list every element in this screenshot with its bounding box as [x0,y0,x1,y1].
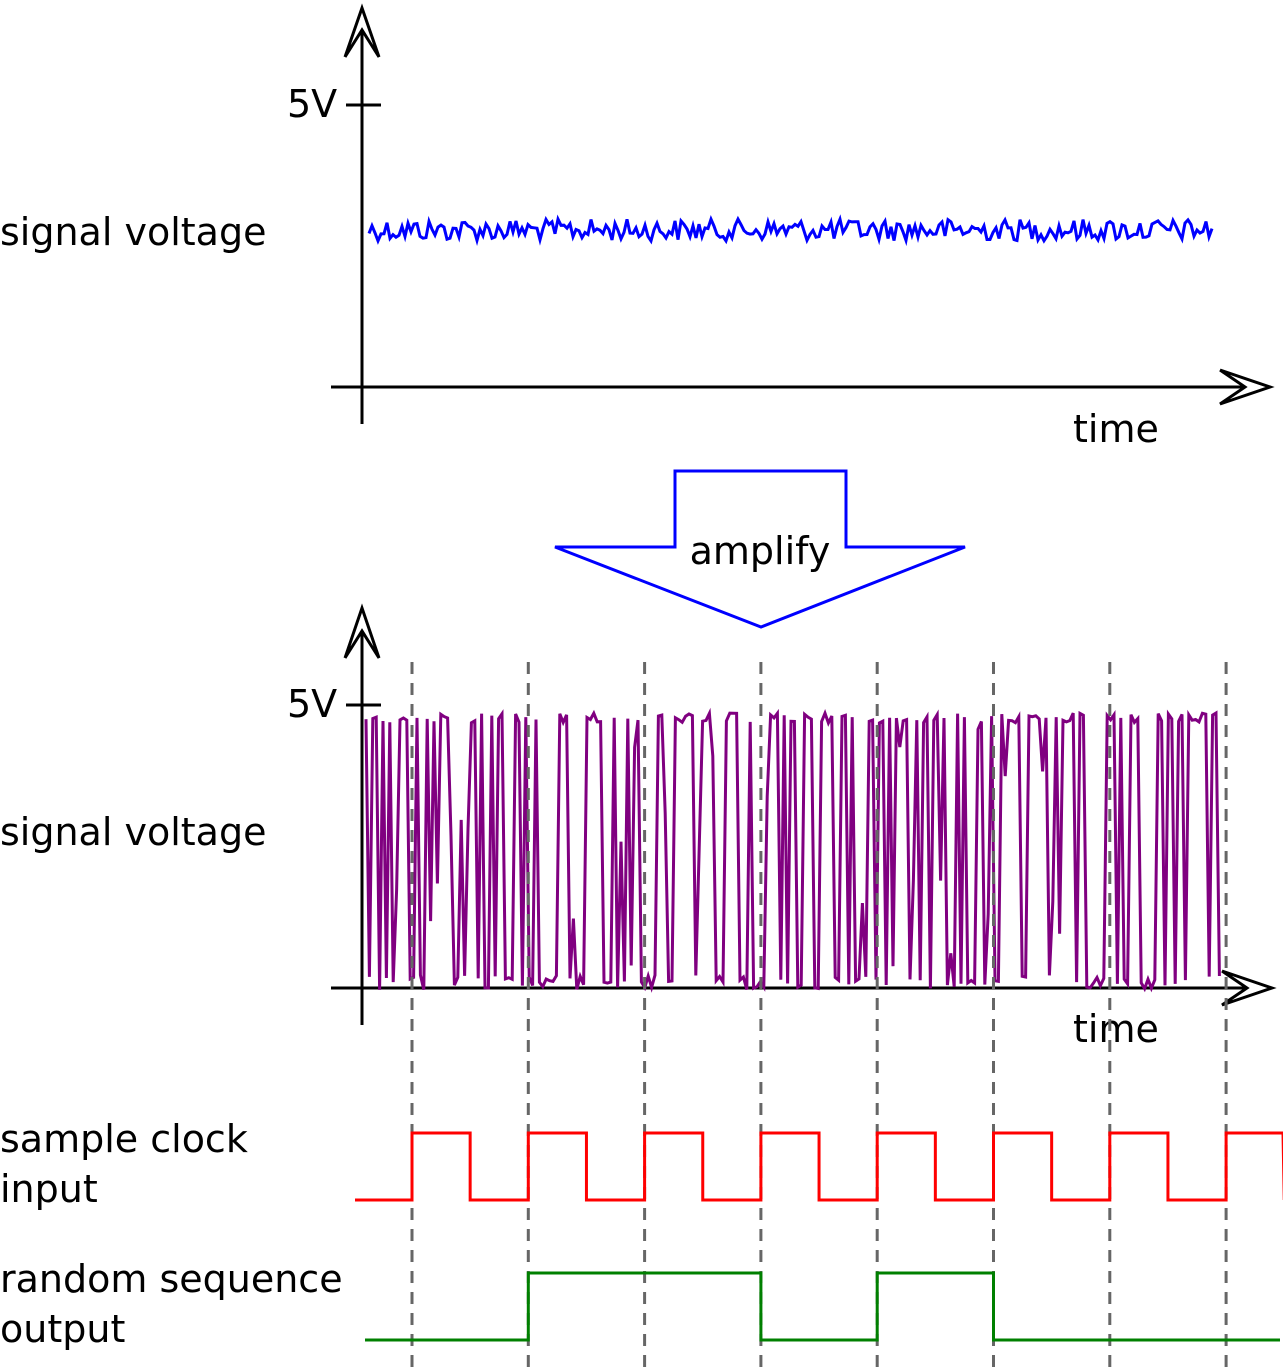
top-5v-label: 5V [287,82,337,126]
sample-time-gridlines [410,662,1228,1372]
noise-signal-line [367,214,1214,247]
clock-trace: sample clock input [0,1117,1283,1211]
bottom-5v-label: 5V [287,682,337,726]
bottom-x-arrow-icon [1221,969,1277,1007]
output-label-line2: output [0,1307,125,1351]
top-y-arrow-icon [343,3,381,58]
amplified-signal-line [364,707,1221,993]
output-trace: random sequence output [0,1257,1280,1351]
amplify-arrow: amplify [554,469,966,629]
output-signal-line [365,1271,1280,1342]
clock-label-line1: sample clock [0,1117,248,1161]
bottom-y-arrow-icon [343,603,381,659]
bottom-y-label: signal voltage [0,810,266,854]
output-label-line1: random sequence [0,1257,343,1301]
bottom-x-label: time [1073,1007,1159,1051]
top-y-label: signal voltage [0,210,266,254]
top-x-arrow-icon [1219,368,1275,406]
top-x-label: time [1073,407,1159,451]
bottom-plot: 5V signal voltage time [0,603,1277,1051]
clock-signal-line [355,1131,1283,1202]
top-plot: 5V signal voltage time [0,3,1275,451]
down-arrow-icon [554,469,966,629]
amplify-label: amplify [690,529,831,573]
clock-label-line2: input [0,1167,98,1211]
